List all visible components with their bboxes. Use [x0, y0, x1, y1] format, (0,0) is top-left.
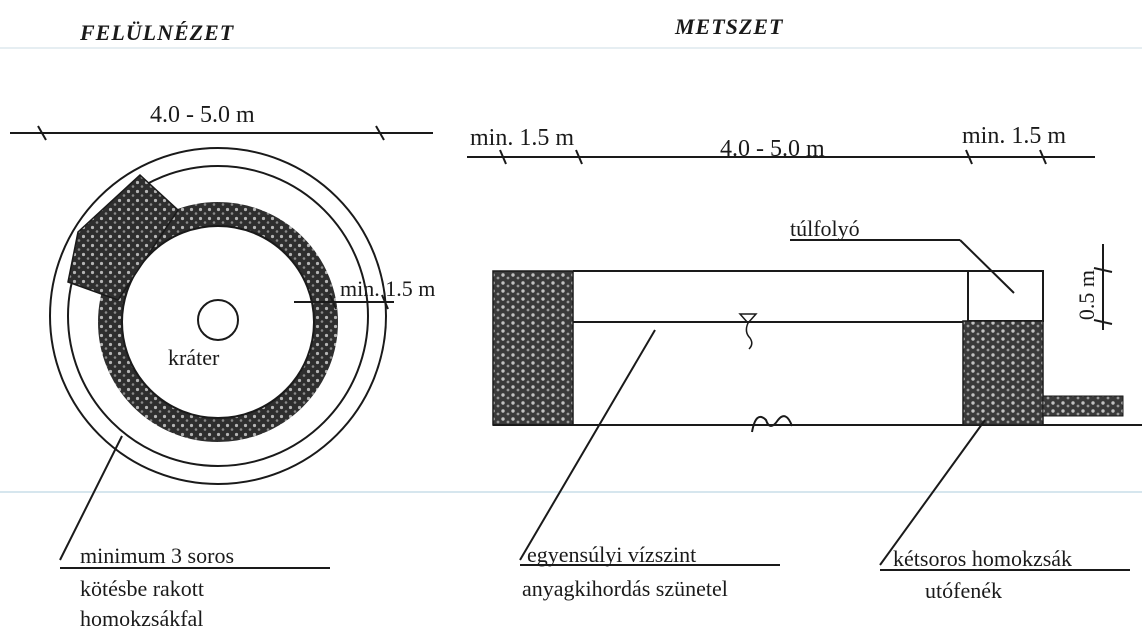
overflow-spout-block — [67, 173, 179, 301]
overflow-box — [967, 270, 1044, 322]
dimension-tick — [965, 149, 973, 165]
crater-circle — [197, 299, 239, 341]
sandbag-note-line-1: kétsoros homokzsák — [893, 546, 1073, 571]
dimension-tick — [1093, 319, 1113, 325]
sandbag-note-leader — [879, 419, 986, 566]
water-note-leader — [519, 329, 656, 561]
section-right-width-label: min. 1.5 m — [962, 123, 1067, 149]
sandbag-wall-inner-edge — [121, 225, 315, 419]
section-center-width-label: 4.0 - 5.0 m — [720, 136, 825, 162]
water-level-symbol — [738, 313, 758, 325]
top-view-heading: FELÜLNÉZET — [80, 20, 235, 45]
sandbag-wall-ring — [98, 202, 338, 442]
wall-note-line-3: homokzsákfal — [80, 606, 204, 631]
top-view — [10, 125, 433, 569]
dimension-tick — [37, 125, 47, 141]
wall-note-line-1: minimum 3 soros — [80, 543, 235, 568]
wall-note-line-2: kötésbe rakott — [80, 576, 205, 601]
height-label: 0.5 m — [1074, 269, 1100, 321]
water-level-symbol-tail — [745, 322, 753, 350]
left-sandbag-block — [492, 270, 574, 426]
section-view — [467, 149, 1142, 571]
section-left-width-label: min. 1.5 m — [470, 125, 575, 151]
outer-ring-circle — [49, 147, 387, 485]
water-note-line-1: egyensúlyi vízszint — [527, 542, 697, 567]
overflow-leader-diagonal — [959, 239, 1015, 294]
water-note-line-2: anyagkihordás szünetel — [522, 576, 728, 601]
crater-label: kráter — [168, 345, 220, 370]
ring-width-label: min. 1.5 m — [340, 276, 436, 301]
dimension-tick — [329, 294, 337, 310]
section-heading: METSZET — [675, 14, 784, 39]
crater-mark — [751, 415, 793, 433]
dimension-tick — [381, 294, 389, 310]
dimension-tick — [499, 149, 507, 165]
top-diameter-label: 4.0 - 5.0 m — [150, 102, 255, 128]
sandbag-note-line-2: utófenék — [925, 578, 1002, 603]
wall-note-leader — [59, 435, 123, 561]
dimension-tick — [575, 149, 583, 165]
dimension-tick — [1093, 267, 1113, 273]
middle-ring-circle — [67, 165, 369, 467]
overflow-label: túlfolyó — [790, 216, 860, 241]
right-sandbag-block — [962, 320, 1044, 426]
dimension-tick — [375, 125, 385, 141]
outflow-bed-sandbags — [1042, 395, 1124, 417]
dimension-tick — [1039, 149, 1047, 165]
